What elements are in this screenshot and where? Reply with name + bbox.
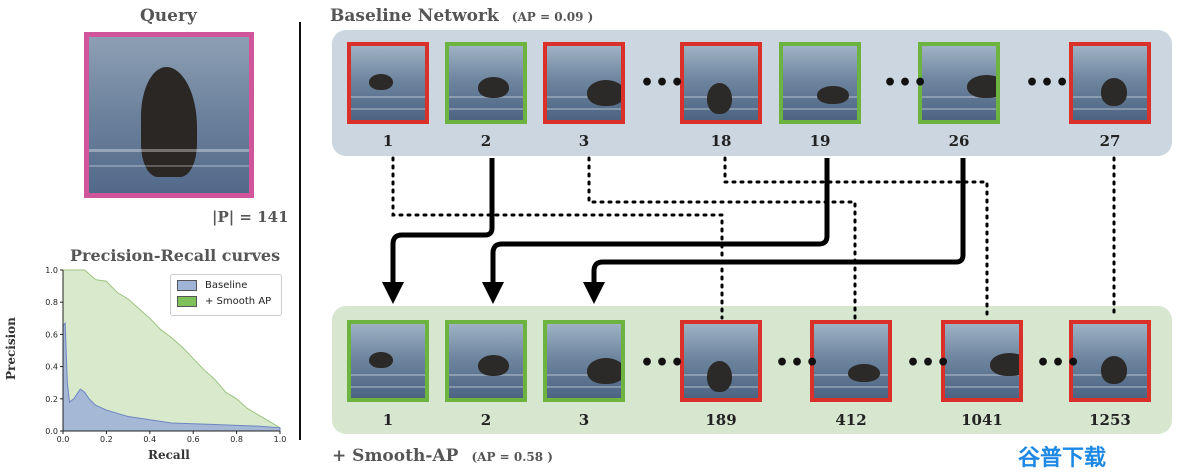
ellipsis-separator: ••• — [775, 350, 821, 376]
baseline-rank-label: 18 — [710, 132, 732, 150]
ellipsis-separator: ••• — [906, 350, 952, 376]
pr-plot-title: Precision-Recall curves — [70, 246, 281, 265]
y-tick-label: 1.0 — [45, 266, 58, 275]
baseline-rank-label: 26 — [948, 132, 970, 150]
x-tick-label: 0.2 — [100, 435, 113, 444]
arrow-26-to-3-head — [583, 282, 605, 304]
smooth-ap: (AP = 0.58 ) — [471, 450, 553, 464]
ellipsis-separator: ••• — [1025, 70, 1071, 96]
ellipsis-separator: ••• — [883, 70, 929, 96]
watermark-logo: 谷普下载 — [1018, 446, 1107, 471]
ellipsis-separator: ••• — [640, 70, 686, 96]
pr-xlabel: Recall — [148, 448, 190, 462]
query-image — [84, 32, 254, 198]
baseline-ap: (AP = 0.09 ) — [511, 10, 594, 24]
pr-legend: Baseline + Smooth AP — [170, 274, 282, 316]
x-tick-label: 0.0 — [57, 435, 70, 444]
pr-plot: 0.0 0.2 0.4 0.6 0.8 1.0 0.0 0.2 0.4 0.6 0.8 1.0 — [45, 266, 287, 444]
dotted-connector-18-to-1041 — [723, 156, 989, 320]
legend-baseline: Baseline — [205, 279, 248, 291]
smooth-rank-label: 1041 — [961, 411, 1003, 429]
dotted-connector-3-to-412 — [587, 156, 857, 320]
baseline-swatch — [177, 279, 197, 291]
baseline-result-image — [543, 42, 625, 124]
smooth-rank-label: 1 — [382, 411, 394, 429]
smooth-result-image — [941, 320, 1023, 402]
baseline-result-image — [347, 42, 429, 124]
y-tick-label: 0.6 — [45, 330, 58, 339]
baseline-result-image — [445, 42, 527, 124]
y-tick-label: 0.0 — [45, 427, 58, 436]
x-tick-label: 0.4 — [143, 435, 156, 444]
smooth-rank-label: 412 — [835, 411, 867, 429]
arrow-19-to-2-head — [482, 282, 504, 304]
smooth-result-image — [543, 320, 625, 402]
y-tick-label: 0.2 — [45, 395, 58, 404]
x-tick-label: 1.0 — [274, 435, 287, 444]
smooth-rank-label: 1253 — [1089, 411, 1131, 429]
baseline-result-image — [779, 42, 861, 124]
baseline-rank-label: 19 — [809, 132, 831, 150]
series-baseline-area — [62, 321, 281, 432]
smooth-result-image — [810, 320, 892, 402]
y-tick-label: 0.4 — [45, 363, 58, 372]
baseline-rank-label: 27 — [1099, 132, 1121, 150]
ellipsis-separator: ••• — [1036, 350, 1082, 376]
y-tick-label: 0.8 — [45, 298, 58, 307]
baseline-title: Baseline Network — [330, 6, 499, 26]
x-tick-label: 0.8 — [230, 435, 243, 444]
smooth-result-image — [347, 320, 429, 402]
column-divider — [299, 22, 301, 440]
legend-smooth: + Smooth AP — [205, 295, 272, 307]
baseline-rank-label: 1 — [382, 132, 394, 150]
baseline-rank-label: 2 — [480, 132, 492, 150]
arrow-2-to-1-head — [382, 282, 404, 304]
arrow-26-to-3 — [591, 158, 966, 282]
x-tick-label: 0.6 — [187, 435, 200, 444]
dotted-connector-1-to-189 — [391, 156, 724, 320]
baseline-result-image — [1069, 42, 1151, 124]
baseline-rank-label: 3 — [578, 132, 590, 150]
ellipsis-separator: ••• — [640, 350, 686, 376]
baseline-result-image — [918, 42, 1000, 124]
smooth-title: + Smooth-AP — [332, 446, 459, 466]
baseline-result-image — [680, 42, 762, 124]
positives-count: |P| = 141 — [212, 208, 289, 226]
smooth-result-image — [680, 320, 762, 402]
smooth-rank-label: 3 — [578, 411, 590, 429]
smooth-swatch — [177, 295, 197, 307]
arrow-19-to-2 — [490, 158, 830, 282]
query-title: Query — [140, 6, 197, 26]
pr-ylabel: Precision — [4, 317, 18, 380]
smooth-rank-label: 189 — [705, 411, 737, 429]
smooth-rank-label: 2 — [480, 411, 492, 429]
arrow-2-to-1 — [390, 158, 495, 282]
series-smooth-ap-area — [62, 269, 281, 432]
smooth-result-image — [1069, 320, 1151, 402]
smooth-result-image — [445, 320, 527, 402]
